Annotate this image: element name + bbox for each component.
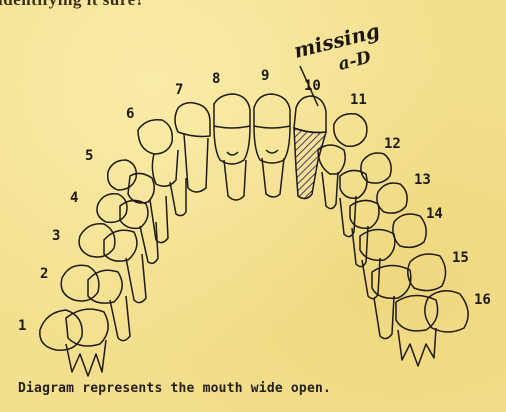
tooth-number-7: 7 [175,82,183,98]
tooth-number-2: 2 [40,266,48,282]
tooth-8 [214,94,250,200]
tooth-number-4: 4 [70,190,78,206]
tooth-number-10: 10 [304,78,321,94]
tooth-number-3: 3 [52,228,60,244]
tooth-7 [175,103,210,192]
diagram-caption: Diagram represents the mouth wide open. [18,381,331,396]
tooth-number-15: 15 [452,250,469,266]
tooth-number-11: 11 [350,92,367,108]
tooth-9 [254,94,290,197]
tooth-6 [138,120,186,216]
tooth-3 [79,224,146,303]
tooth-number-9: 9 [261,68,269,84]
tooth-2 [61,265,130,340]
tooth-number-13: 13 [414,172,431,188]
tooth-number-14: 14 [426,206,443,222]
tooth-14 [360,214,426,299]
tooth-number-6: 6 [126,106,134,122]
tooth-number-1: 1 [18,318,26,334]
tooth-16 [396,291,468,366]
tooth-number-8: 8 [212,71,220,87]
tooth-4 [97,194,158,264]
tooth-12 [340,153,391,237]
tooth-number-12: 12 [384,136,401,152]
tooth-1 [40,309,108,376]
tooth-13 [350,183,407,267]
tooth-number-5: 5 [85,148,93,164]
tooth-number-16: 16 [474,292,491,308]
